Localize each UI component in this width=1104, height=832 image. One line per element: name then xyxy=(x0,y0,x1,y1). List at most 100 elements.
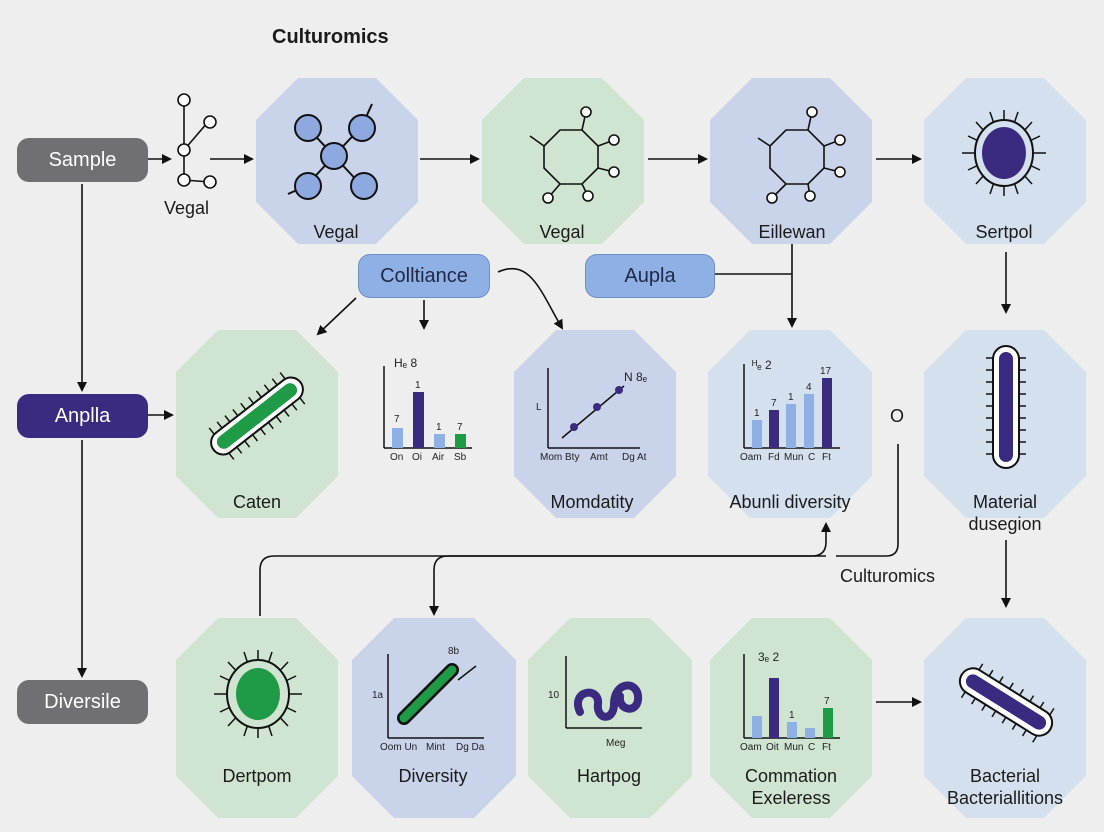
chart1-bar xyxy=(434,434,445,448)
chart6-cat: Oit xyxy=(766,742,779,753)
chart2-cat: Dg At xyxy=(622,452,647,463)
culturomics-label-2: Culturomics xyxy=(840,566,936,586)
node-r1-3-label: Eillewan xyxy=(758,222,826,242)
node-r2-2-label: Momdatity xyxy=(550,492,634,512)
bar-chart-icon xyxy=(383,366,472,449)
chart4-top-label: 8b xyxy=(448,646,460,657)
chart2-cat: Amt xyxy=(590,452,608,463)
chart3-value: 17 xyxy=(820,366,832,377)
sample-pill[interactable]: Sample xyxy=(17,138,148,182)
chart6-value: 7 xyxy=(824,696,830,707)
ring-molecule-icon xyxy=(529,106,620,204)
line-chart-icon xyxy=(547,368,640,449)
chart6-value: 1 xyxy=(789,710,795,721)
chart1-cat: Oi xyxy=(412,452,422,463)
node-r1-2 xyxy=(482,78,644,244)
coltirance-pill[interactable]: Colltiance xyxy=(358,254,490,298)
chart3-cat: Mun xyxy=(784,452,804,463)
chart6-bar xyxy=(752,716,762,738)
node-r3-2 xyxy=(352,618,516,818)
bar-chart-icon xyxy=(743,654,840,739)
chart6-cat: C xyxy=(808,742,816,753)
chart2-point xyxy=(615,386,623,394)
chart3-value: 1 xyxy=(788,392,794,403)
chart3-bar xyxy=(769,410,779,448)
rod-bacterium-icon xyxy=(958,663,1055,743)
node-r3-5-label-line2: Bacteriallitions xyxy=(946,788,1064,808)
diagram-title: Culturomics xyxy=(272,26,389,48)
chart2-point xyxy=(570,423,578,431)
chart4-left-label: 1a xyxy=(372,690,384,701)
node-r1-1-label: Vegal xyxy=(313,222,359,242)
node-r1-3 xyxy=(710,78,872,244)
chart6-bar xyxy=(805,728,815,738)
chart6-cat: Oam xyxy=(740,742,762,753)
chart2-left-label: L xyxy=(536,402,542,413)
chart1-cat: Sb xyxy=(454,452,467,463)
chart1-cat: Air xyxy=(432,452,445,463)
chart3-bar xyxy=(752,420,762,448)
spiral-chart-icon xyxy=(565,656,643,729)
diversile-pill[interactable]: Diversile xyxy=(17,680,148,724)
node-r2-1-label: Caten xyxy=(232,492,282,512)
connector-culturomics-diversity xyxy=(434,444,899,614)
chart2-top-label: N 8ₑ xyxy=(624,370,648,384)
connector-dertpom-abun xyxy=(259,522,831,616)
chart3-cat: Oam xyxy=(740,452,762,463)
chart6-bar xyxy=(769,678,779,738)
chart1-bar xyxy=(392,428,403,448)
chart3-bar xyxy=(804,394,814,448)
chart6-top-label: 3ₑ 2 xyxy=(758,650,780,664)
chart6-bar xyxy=(787,722,797,738)
chart3-cat: Ft xyxy=(822,452,831,463)
chart3-value: 7 xyxy=(771,398,777,409)
node-r3-4-label-line2: Exeleress xyxy=(751,788,831,808)
node-r3-3-label: Hartpog xyxy=(576,766,642,786)
rod-bacterium-icon xyxy=(986,345,1026,469)
node-r2-3-label: Abunli diversity xyxy=(729,492,851,512)
chart1-value: 7 xyxy=(457,422,463,433)
anpla-pill[interactable]: Anplla xyxy=(17,394,148,438)
chart1-value: 7 xyxy=(394,414,400,425)
node-r3-2-label: Diversity xyxy=(398,766,468,786)
node-r2-4-label-line2: dusegion xyxy=(968,514,1042,534)
chart5-left-label: 10 xyxy=(548,690,560,701)
chart1-value: 1 xyxy=(415,380,421,391)
chart2-point xyxy=(593,403,601,411)
line-chart-icon xyxy=(387,654,484,739)
chart3-value: 4 xyxy=(806,382,812,393)
node-r3-5-label-line1: Bacterial xyxy=(969,766,1041,786)
chart1-bar xyxy=(455,434,466,448)
o-mark-label: O xyxy=(890,406,905,426)
node-r3-4 xyxy=(710,618,872,818)
chart3-value: 1 xyxy=(754,408,760,419)
rod-bacterium-icon xyxy=(208,372,306,460)
chart1-cat: On xyxy=(390,452,404,463)
node-r3-4-label-line1: Commation xyxy=(744,766,838,786)
chart3-bar xyxy=(822,378,832,448)
node-r2-2 xyxy=(514,330,676,518)
chart4-cat: Dg Da xyxy=(456,742,485,753)
arrow-colt-caten xyxy=(316,297,357,336)
chart6-cat: Mun xyxy=(784,742,804,753)
bacterium-icon xyxy=(214,650,302,738)
arrow-colt-momdatity xyxy=(497,267,564,330)
node-r2-4-label-line1: Material xyxy=(972,492,1038,512)
molecule-icon xyxy=(287,103,378,200)
bar-chart-icon xyxy=(743,364,840,449)
node-r1-2-label: Vegal xyxy=(539,222,585,242)
aupla-pill[interactable]: Aupla xyxy=(585,254,715,298)
node-r3-1-label: Dertpom xyxy=(222,766,292,786)
bacterium-icon xyxy=(962,110,1046,196)
chart3-top-label: ᴴₑ 2 xyxy=(752,358,772,372)
node-r1-4-label: Sertpol xyxy=(975,222,1033,242)
chart2-cat: Mom Bty xyxy=(540,452,580,463)
chart3-bar xyxy=(786,404,796,448)
chart6-cat: Ft xyxy=(822,742,831,753)
chart1-value: 1 xyxy=(436,422,442,433)
chart4-cat: Mint xyxy=(426,742,445,753)
chart4-cat: Oom Un xyxy=(380,742,418,753)
chart5-bottom-label: Meg xyxy=(606,738,626,749)
